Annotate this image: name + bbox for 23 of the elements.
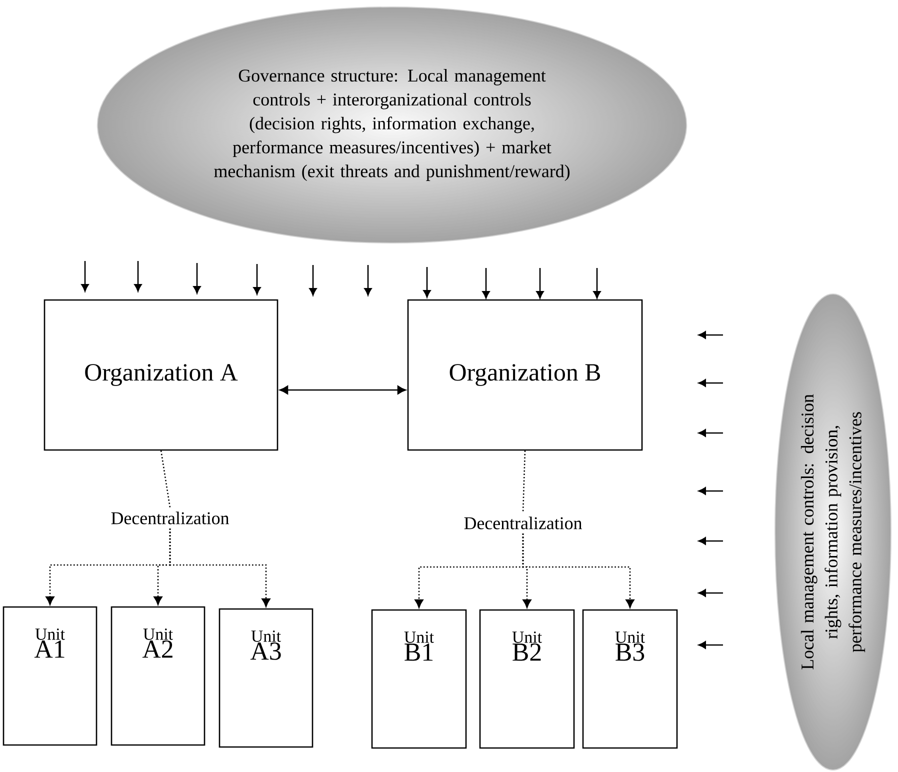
oval-banner: Governance structure: Local management controls + interorganizational controls (decision rights, information exchange, performance measures/incentives) + market mechanism (exit threats and punishment/reward)	[96, 6, 688, 244]
connector	[280, 386, 406, 394]
unit-label: Unit A2	[142, 628, 173, 658]
unit-box	[218, 608, 314, 748]
stage-label: Decentralization	[464, 516, 582, 530]
unit-label: Unit B2	[512, 632, 542, 661]
connector	[169, 528, 270, 607]
connector	[160, 450, 171, 508]
connector	[522, 534, 634, 608]
organization-box: Organization B	[407, 299, 643, 451]
unit-box	[371, 609, 467, 749]
stage-label: Decentralization	[111, 512, 230, 524]
unit-label: Unit B1	[404, 632, 434, 661]
unit-label: Unit A1	[34, 628, 65, 658]
unit-box	[2, 606, 98, 746]
unit-label: Unit A3	[250, 630, 281, 660]
unit-box	[582, 609, 678, 749]
connector	[522, 450, 526, 512]
oval-banner: Local management controls: decision rights, information provision, performance measures/incentives	[774, 293, 892, 771]
unit-box	[110, 606, 206, 746]
unit-label: Unit B3	[615, 632, 645, 661]
unit-box	[479, 609, 575, 749]
organization-box: Organization A	[44, 299, 278, 451]
